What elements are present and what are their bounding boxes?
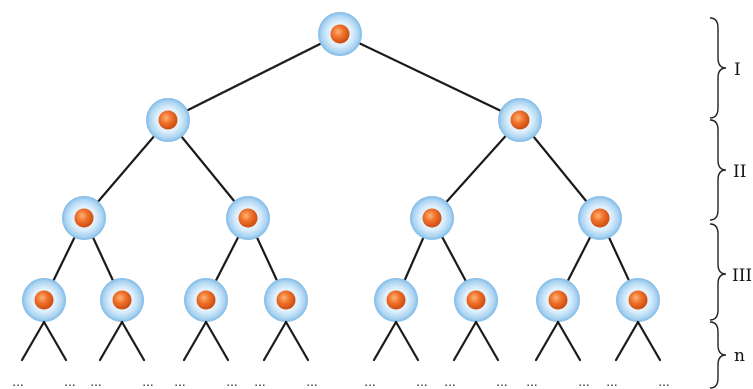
division-edge [166, 32, 342, 122]
next-division-line [636, 320, 662, 362]
continuation-dots: ........................................… [12, 375, 669, 389]
level-labels: I II III n [732, 60, 752, 366]
continuation-dots: ... [90, 375, 101, 389]
next-division-line [120, 320, 146, 362]
cell [410, 196, 454, 240]
cell-nucleus [510, 110, 530, 130]
cell-nucleus [34, 290, 54, 310]
cell-nucleus [466, 290, 486, 310]
cell-nucleus [158, 110, 178, 130]
level-label-2: II [733, 162, 746, 182]
cell [578, 196, 622, 240]
continuation-dots: ... [526, 375, 537, 389]
next-division-line [372, 320, 398, 362]
continuation-dots: ... [12, 375, 23, 389]
next-division-line [284, 320, 310, 362]
level-label-n: n [734, 346, 745, 366]
cell [226, 196, 270, 240]
cell-nucleus [276, 290, 296, 310]
cell-nucleus [590, 208, 610, 228]
continuation-dots: ... [254, 375, 265, 389]
cell [374, 278, 418, 322]
cell-nucleus [112, 290, 132, 310]
continuation-dots: ... [306, 375, 317, 389]
next-division-line [452, 320, 478, 362]
cell-nucleus [330, 24, 350, 44]
brace-level-3 [709, 223, 727, 321]
next-division-line [98, 320, 124, 362]
next-division-line [614, 320, 640, 362]
brace-level-1 [709, 17, 727, 119]
division-edges [42, 32, 640, 302]
cell-nucleus [238, 208, 258, 228]
next-division-line [556, 320, 582, 362]
cell-nucleus [74, 208, 94, 228]
cells [22, 12, 660, 322]
next-division-line [20, 320, 46, 362]
cell [100, 278, 144, 322]
continuation-dots: ... [444, 375, 455, 389]
cell [318, 12, 362, 56]
cell [616, 278, 660, 322]
continuation-dots: ... [496, 375, 507, 389]
cell [454, 278, 498, 322]
next-division-line [474, 320, 500, 362]
next-division-line [394, 320, 420, 362]
brace-level-2 [709, 119, 727, 221]
next-division-line [42, 320, 68, 362]
level-braces [709, 17, 727, 389]
next-division-line [534, 320, 560, 362]
continuation-dots: ... [64, 375, 75, 389]
cell [498, 98, 542, 142]
continuation-dots: ... [658, 375, 669, 389]
continuation-dots: ... [606, 375, 617, 389]
next-division-line [182, 320, 208, 362]
cell [62, 196, 106, 240]
cell [264, 278, 308, 322]
next-division-line [262, 320, 288, 362]
cell [536, 278, 580, 322]
cell [146, 98, 190, 142]
cell-nucleus [196, 290, 216, 310]
cell [22, 278, 66, 322]
next-division-line [204, 320, 230, 362]
continuation-dots: ... [578, 375, 589, 389]
level-label-3: III [732, 266, 752, 286]
brace-level-n [709, 321, 727, 389]
cell-nucleus [628, 290, 648, 310]
next-division-lines [20, 320, 662, 362]
continuation-dots: ... [416, 375, 427, 389]
cell-nucleus [422, 208, 442, 228]
continuation-dots: ... [142, 375, 153, 389]
level-label-1: I [734, 60, 741, 80]
continuation-dots: ... [226, 375, 237, 389]
continuation-dots: ... [174, 375, 185, 389]
division-edge [338, 32, 522, 122]
cell [184, 278, 228, 322]
cell-nucleus [386, 290, 406, 310]
continuation-dots: ... [364, 375, 375, 389]
cell-nucleus [548, 290, 568, 310]
